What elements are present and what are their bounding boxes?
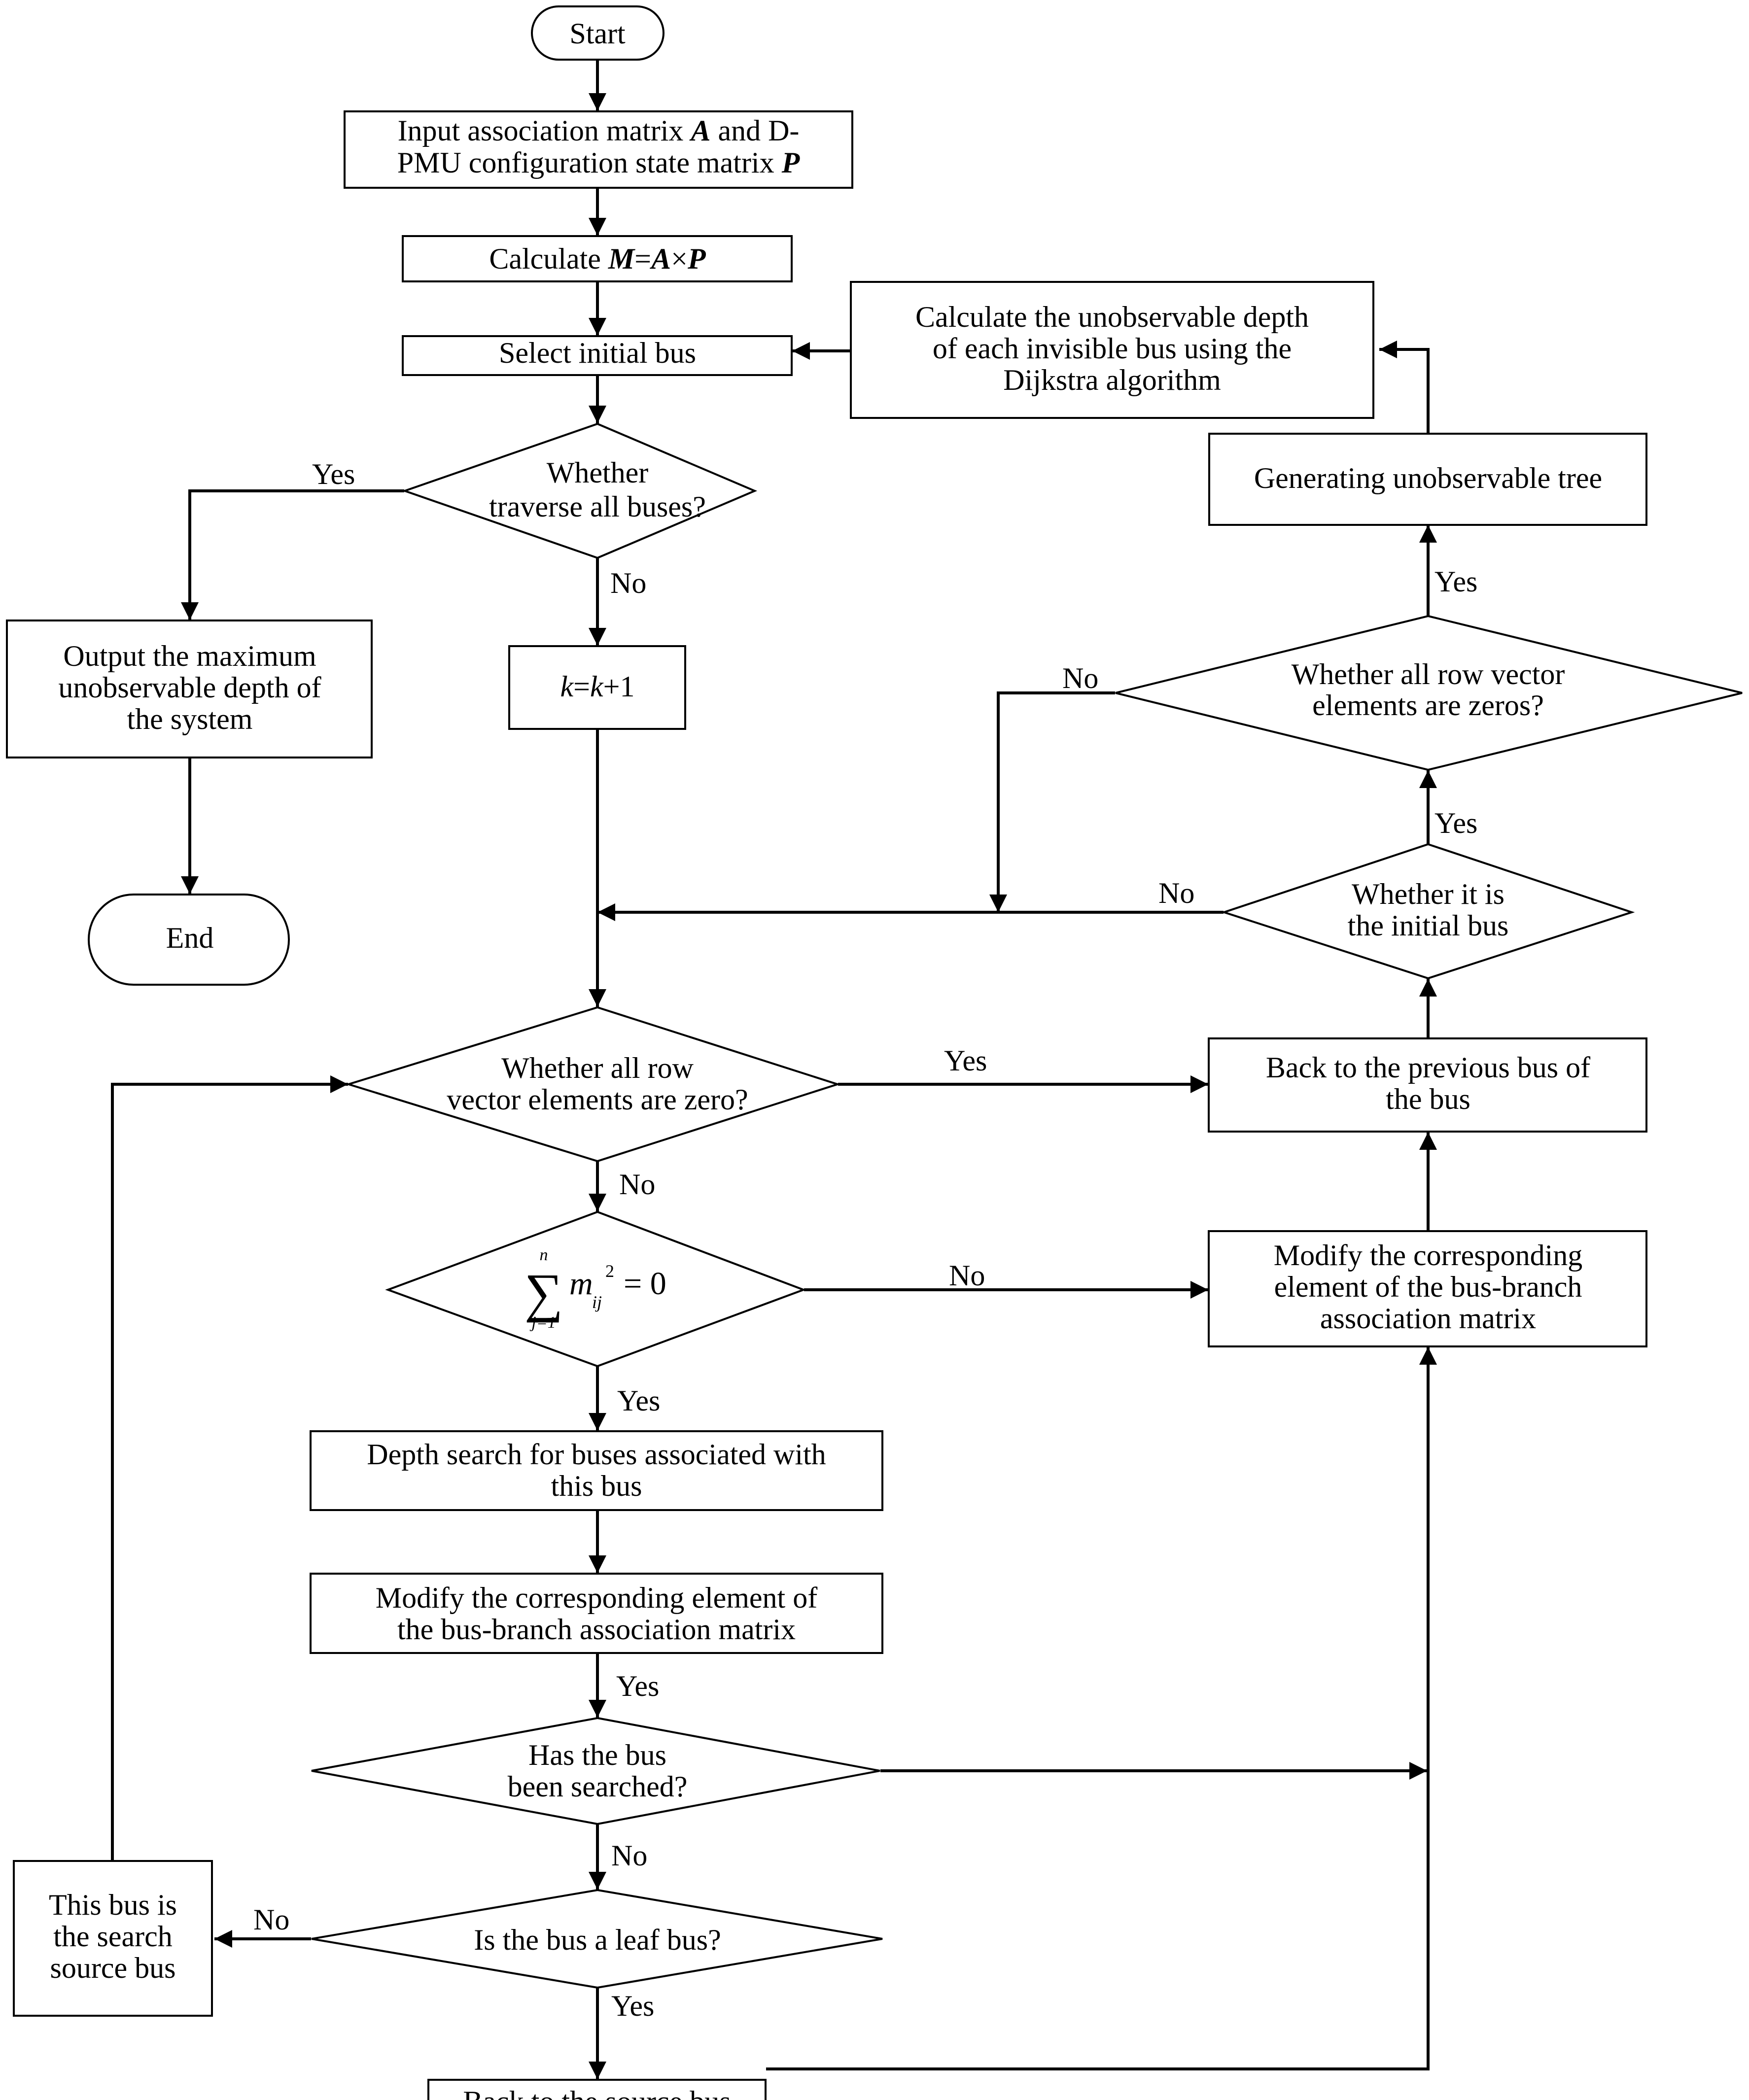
start-label: Start (569, 17, 626, 50)
leaf-no-label: No (253, 1903, 289, 1936)
k-increment-label: k=k+1 (560, 670, 635, 703)
edge-gentree-dijkstra (1379, 341, 1430, 433)
dijkstra-label-line2: of each invisible bus using the (933, 332, 1292, 365)
all-zeros-top-line1: Whether all row vector (1292, 658, 1565, 690)
traverse-decision: Whether traverse all buses? (401, 422, 758, 559)
edge-backsource-modifyright (766, 1347, 1437, 2070)
is-initial-no-label: No (1158, 877, 1194, 909)
sum-variable: m (569, 1266, 593, 1302)
edge-labels: Yes No Yes No Yes No Yes No No Yes Yes N… (253, 458, 1477, 2022)
search-source-node: This bus is the search source bus (13, 1860, 213, 2017)
has-searched-decision: Has the bus been searched? (311, 1717, 880, 1825)
has-searched-line2: been searched? (508, 1770, 688, 1803)
sum-yes-label: Yes (617, 1384, 660, 1417)
edge-source-allzero (111, 1075, 348, 1860)
output-depth-line3: the system (127, 703, 253, 735)
sum-subscript: ij (592, 1292, 602, 1312)
is-initial-line1: Whether it is (1352, 878, 1504, 910)
sum-exponent: 2 (605, 1261, 614, 1281)
search-source-line1: This bus is (49, 1889, 177, 1921)
output-depth-line1: Output the maximum (63, 640, 316, 672)
gen-tree-label: Generating unobservable tree (1254, 462, 1602, 494)
searched-no-label: No (611, 1839, 647, 1872)
back-source-label: Back to the source bus (463, 2085, 731, 2100)
modify-mid-line1: Modify the corresponding element of (376, 1582, 817, 1614)
k-increment-node: k=k+1 (508, 645, 686, 730)
traverse-no-label: No (610, 567, 646, 599)
leaf-yes-label: Yes (611, 1990, 654, 2022)
modify-mid-node: Modify the corresponding element of the … (310, 1573, 883, 1654)
sum-decision: n ∑ j=1 m ij 2 = 0 (385, 1210, 806, 1368)
sum-bottom-index: j=1 (529, 1313, 556, 1332)
search-source-line2: the search (53, 1920, 173, 1953)
calc-m-label: Calculate M=A×P (489, 242, 706, 275)
back-previous-line1: Back to the previous bus of (1266, 1051, 1590, 1084)
all-zero-line2: vector elements are zero? (447, 1083, 748, 1116)
sum-no-label: No (949, 1259, 985, 1292)
output-depth-line2: unobservable depth of (58, 671, 321, 704)
all-zeros-top-no-label: No (1062, 662, 1098, 694)
traverse-label-line1: Whether (547, 456, 649, 489)
select-initial-node: Select initial bus (402, 335, 793, 376)
back-previous-node: Back to the previous bus of the bus (1208, 1037, 1647, 1133)
back-previous-line2: the bus (1386, 1083, 1470, 1115)
start-node: Start (531, 5, 665, 61)
all-zeros-top-line2: elements are zeros? (1312, 689, 1544, 722)
edge-allzerostop-no (989, 691, 1115, 912)
modify-mid-line2: the bus-branch association matrix (397, 1613, 796, 1646)
select-initial-label: Select initial bus (499, 337, 696, 369)
calc-m-node: Calculate M=A×P (402, 235, 793, 282)
output-depth-node: Output the maximum unobservable depth of… (6, 620, 373, 758)
end-label: End (166, 922, 214, 954)
modify-right-line1: Modify the corresponding (1274, 1239, 1583, 1272)
end-node: End (88, 894, 290, 986)
is-initial-decision: Whether it is the initial bus (1221, 843, 1635, 980)
gen-tree-node: Generating unobservable tree (1208, 433, 1647, 526)
all-zero-decision: Whether all row vector elements are zero… (345, 1006, 841, 1163)
has-searched-line1: Has the bus (528, 1739, 666, 1771)
dijkstra-label-line3: Dijkstra algorithm (1003, 364, 1221, 396)
dijkstra-node: Calculate the unobservable depth of each… (850, 281, 1374, 419)
input-label-line2: PMU configuration state matrix P (397, 146, 801, 179)
modify-right-line3: association matrix (1320, 1302, 1536, 1335)
search-source-line3: source bus (50, 1952, 176, 1984)
all-zero-yes-label: Yes (944, 1044, 987, 1077)
back-source-node: Back to the source bus (427, 2079, 767, 2100)
dijkstra-label-line1: Calculate the unobservable depth (915, 301, 1309, 333)
input-label-line1: Input association matrix A and D- (398, 114, 800, 147)
input-node: Input association matrix A and D- PMU co… (344, 110, 853, 189)
all-zero-no-label: No (619, 1168, 655, 1201)
edges (111, 60, 1437, 2079)
is-leaf-decision: Is the bus a leaf bus? (311, 1889, 883, 1989)
depth-search-node: Depth search for buses associated with t… (310, 1430, 883, 1511)
all-zeros-top-yes-label: Yes (1434, 565, 1477, 598)
edge-traverse-yes-output (181, 489, 404, 620)
sum-rhs: = 0 (624, 1266, 666, 1302)
all-zeros-top-decision: Whether all row vector elements are zero… (1115, 615, 1743, 771)
traverse-yes-label: Yes (312, 458, 355, 490)
depth-search-line1: Depth search for buses associated with (367, 1438, 826, 1471)
traverse-label-line2: traverse all buses? (489, 490, 706, 523)
is-leaf-label: Is the bus a leaf bus? (474, 1924, 721, 1956)
modify-right-node: Modify the corresponding element of the … (1208, 1230, 1647, 1347)
modify-right-line2: element of the bus-branch (1274, 1271, 1582, 1303)
is-initial-yes-label: Yes (1434, 807, 1477, 839)
sum-sigma: ∑ (525, 1263, 563, 1323)
modify-mid-yes-label: Yes (616, 1670, 659, 1702)
is-initial-line2: the initial bus (1348, 909, 1509, 942)
depth-search-line2: this bus (551, 1470, 642, 1502)
sum-top-index: n (540, 1246, 548, 1264)
all-zero-line1: Whether all row (501, 1052, 694, 1084)
